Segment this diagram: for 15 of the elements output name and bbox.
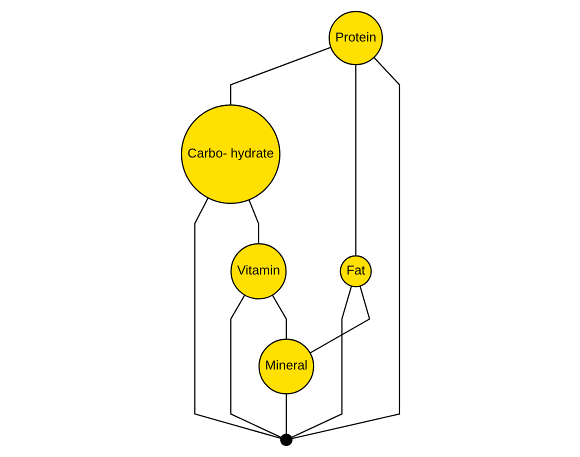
connector — [309, 286, 370, 354]
connector — [230, 46, 331, 105]
connector — [291, 57, 400, 440]
connector — [230, 294, 281, 438]
node-circle: Fat — [339, 255, 372, 288]
node-circle: Carbo- hydrate — [180, 104, 280, 204]
connector — [285, 394, 286, 434]
node-circle: Protein — [328, 10, 382, 66]
node-circle: Vitamin — [230, 243, 286, 300]
node-circle: Mineral — [258, 338, 314, 394]
connector — [354, 64, 356, 256]
connector — [290, 286, 352, 438]
connector — [194, 198, 281, 439]
connector — [271, 294, 286, 340]
connector — [248, 200, 259, 244]
